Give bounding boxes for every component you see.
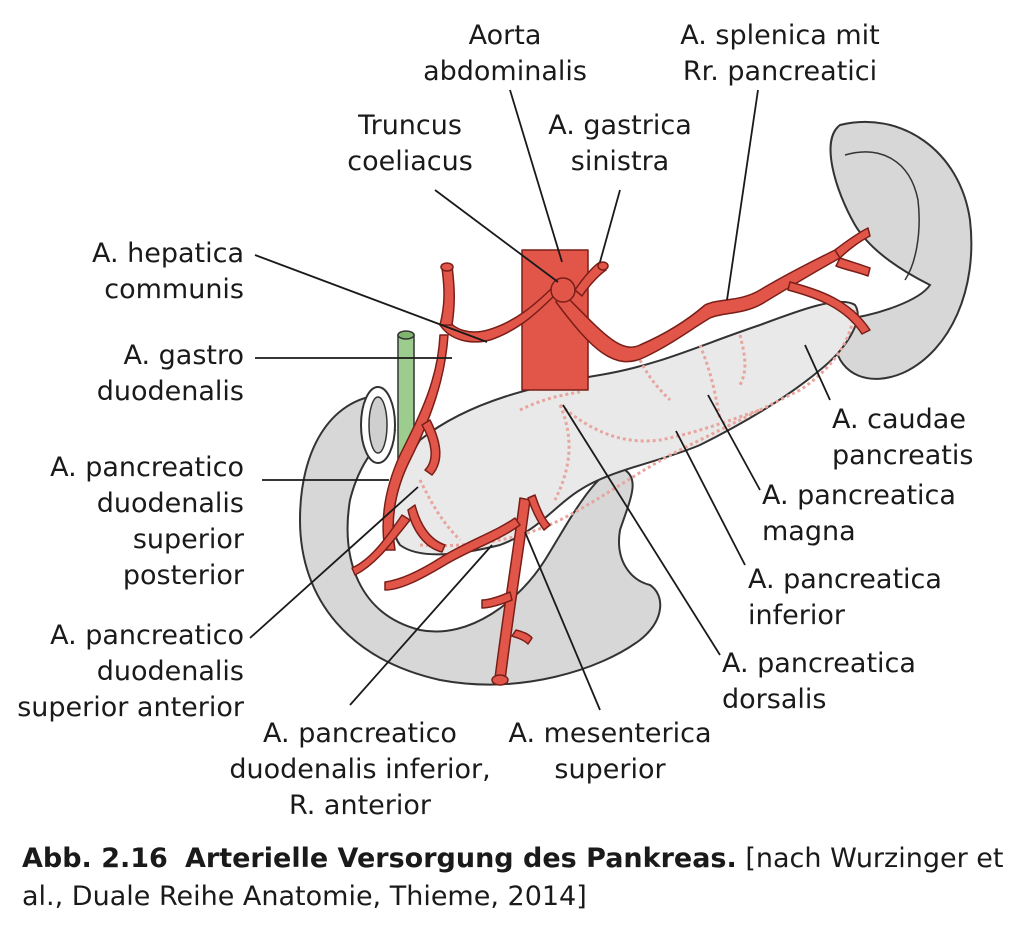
label-line: A. gastro [123, 340, 244, 371]
label-line: A. pancreatico [50, 452, 244, 483]
label-line: pancreatis [832, 440, 974, 471]
label-line: A. caudae [832, 404, 966, 435]
label-line: Truncus [358, 110, 462, 141]
caption-source: [nach Wurzinger et al., Duale Reihe Anat… [22, 843, 1004, 912]
label-truncus-coeliacus: Truncus coeliacus [330, 108, 490, 180]
label-line: A. mesenterica [508, 718, 712, 749]
label-line: A. pancreatica [748, 564, 942, 595]
label-line: superior anterior [17, 692, 244, 723]
label-line: Rr. pancreatici [682, 56, 878, 87]
leader-lines [249, 89, 831, 711]
label-a-pancreaticoduodenalis-inferior: A. pancreatico duodenalis inferior, R. a… [225, 716, 495, 824]
label-a-hepatica-communis: A. hepatica communis [40, 236, 244, 308]
label-line: duodenalis [96, 376, 244, 407]
label-line: Aorta [468, 20, 542, 51]
label-line: duodenalis [96, 656, 244, 687]
label-line: magna [762, 516, 856, 547]
label-line: posterior [122, 560, 244, 591]
label-a-gastrica-sinistra: A. gastrica sinistra [535, 108, 705, 180]
label-a-splenica: A. splenica mit Rr. pancreatici [660, 18, 900, 90]
label-line: A. pancreatico [50, 620, 244, 651]
label-line: superior [554, 754, 666, 785]
label-a-pancreaticoduodenalis-superior-anterior: A. pancreatico duodenalis superior anter… [4, 618, 244, 726]
label-line: A. gastrica [548, 110, 692, 141]
label-line: inferior [748, 600, 845, 631]
label-aorta-abdominalis: Aorta abdominalis [405, 18, 605, 90]
label-line: sinistra [570, 146, 670, 177]
label-line: R. anterior [288, 790, 432, 821]
label-line: A. splenica mit [680, 20, 880, 51]
label-line: coeliacus [347, 146, 473, 177]
label-line: A. pancreatica [762, 480, 956, 511]
label-a-pancreatica-magna: A. pancreatica magna [762, 478, 982, 550]
label-a-pancreatica-inferior: A. pancreatica inferior [748, 562, 968, 634]
pancreatic-vessel-network [418, 309, 857, 548]
figure-caption: Abb. 2.16 Arterielle Versorgung des Pank… [22, 840, 1012, 916]
anatomy-illustration [249, 89, 973, 711]
caption-title: Arterielle Versorgung des Pankreas. [185, 843, 737, 874]
label-a-caudae-pancreatis: A. caudae pancreatis [832, 402, 1012, 474]
label-line: superior [132, 524, 244, 555]
label-a-pancreatica-dorsalis: A. pancreatica dorsalis [722, 646, 942, 718]
label-line: A. pancreatico [263, 718, 457, 749]
label-a-mesenterica-superior: A. mesenterica superior [500, 716, 720, 788]
arterial-tree [351, 227, 871, 686]
label-line: abdominalis [423, 56, 587, 87]
spleen [829, 120, 973, 380]
label-line: dorsalis [722, 684, 827, 715]
duodenum [298, 386, 662, 686]
label-line: A. pancreatica [722, 648, 916, 679]
label-line: communis [104, 274, 244, 305]
label-line: duodenalis [96, 488, 244, 519]
label-line: duodenalis inferior, [229, 754, 491, 785]
caption-number: Abb. 2.16 [22, 843, 168, 874]
label-a-pancreaticoduodenalis-superior-posterior: A. pancreatico duodenalis superior poste… [10, 450, 244, 594]
label-line: A. hepatica [91, 238, 244, 269]
label-a-gastroduodenalis: A. gastro duodenalis [40, 338, 244, 410]
